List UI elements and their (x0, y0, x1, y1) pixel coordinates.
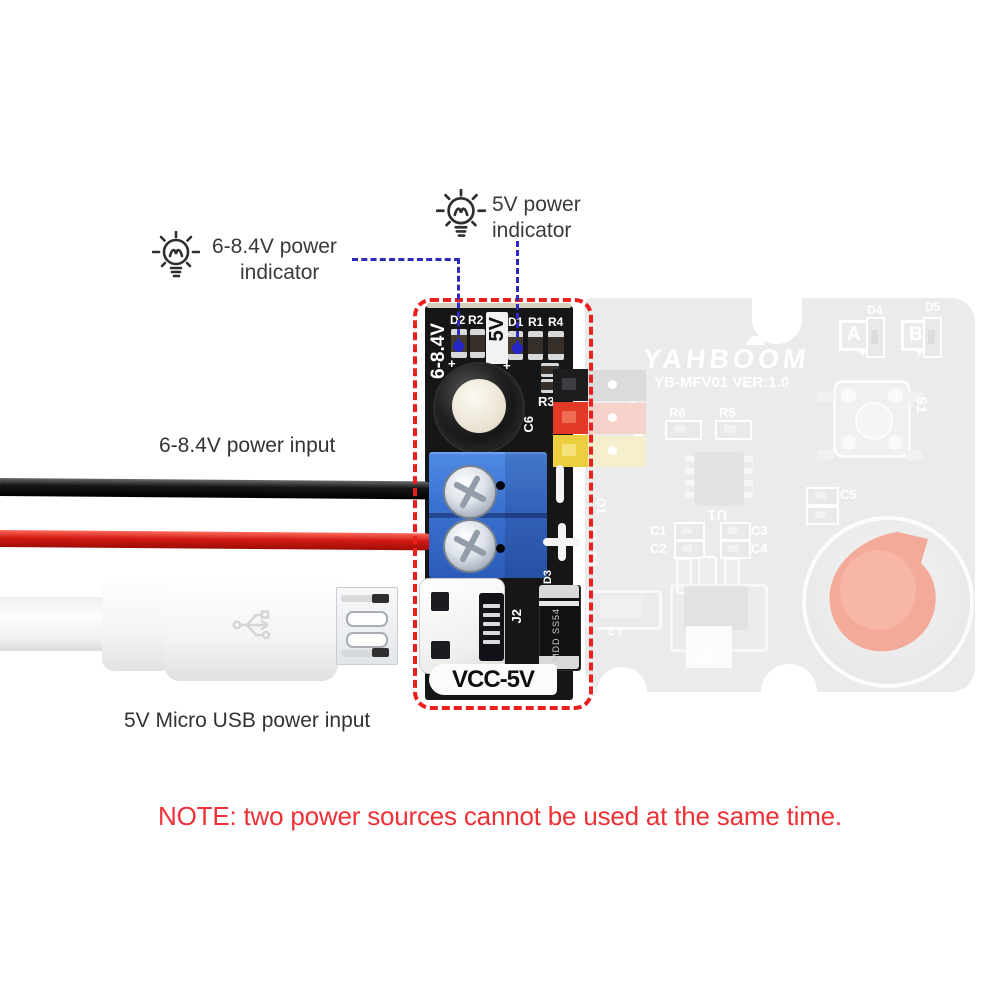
ghost-board-bottom-notch (597, 667, 647, 717)
resistor-r6 (665, 420, 702, 440)
s1-label: S1 (914, 396, 930, 414)
u2-label: U2 (698, 648, 718, 665)
r1-label: R1 (528, 315, 544, 329)
vcc-5v-pill: VCC-5V (429, 664, 557, 695)
module-5v-box: 5V (486, 312, 508, 364)
r5-label: R5 (719, 405, 736, 420)
indicator-5v-line1: 5V power (492, 193, 581, 216)
usb-trident-icon (232, 610, 271, 640)
led-d5 (923, 317, 942, 358)
usb-plug-collar (102, 577, 172, 671)
push-button-s1 (833, 380, 911, 458)
note-text: NOTE: two power sources cannot be used a… (0, 801, 1000, 832)
c3-label: C3 (751, 523, 768, 538)
connector-pin-red (553, 402, 588, 434)
indicator-5v-line2: indicator (492, 219, 572, 242)
connector-faded-black (588, 370, 646, 401)
black-wire (0, 478, 434, 500)
connector-faded-yellow (588, 436, 646, 467)
d5-plus: + (915, 344, 925, 361)
resistor-r2 (470, 329, 485, 358)
connector-pin-yellow (553, 435, 588, 467)
power-input-5v-label: 5V Micro USB power input (124, 709, 371, 732)
terminal-screw-top (443, 465, 497, 519)
robot-dome-icon (747, 336, 765, 345)
c4-label: C4 (751, 541, 768, 556)
ghost-board-top-notch (752, 296, 802, 344)
d2-plus-mark: + (448, 356, 456, 371)
d1-label: D1 (508, 315, 524, 329)
d4-label: D4 (867, 303, 883, 317)
indicator-dot-68v (453, 341, 464, 352)
plus-symbol-bar (543, 538, 581, 546)
bulb-icon-68v (152, 231, 200, 278)
label-a: A (847, 324, 861, 345)
ghost-board-bottom-notch (761, 664, 817, 720)
indicator-dot-5v (512, 343, 523, 354)
terminal-screw-bottom (443, 519, 497, 573)
bulb-icon-5v (436, 189, 486, 237)
red-wire (0, 530, 434, 551)
d5-label: D5 (925, 300, 941, 314)
highlight-dashed-box (413, 298, 593, 710)
connector-pin-black (553, 369, 588, 401)
indicator-line-68v-drop (457, 258, 460, 344)
led-d4 (866, 317, 885, 358)
capacitor-c6-top (452, 379, 506, 433)
button-cap (855, 402, 893, 440)
r3-label: R3 (538, 394, 555, 409)
usb-plug-body (164, 565, 338, 681)
u1-label: U1 (708, 506, 728, 523)
minus-symbol (556, 465, 564, 503)
q1-label: Q1 (594, 498, 608, 515)
indicator-68v-line1: 6-8.4V power (212, 235, 337, 258)
indicator-68v-line2: indicator (240, 261, 320, 284)
d4-plus: + (858, 344, 868, 361)
note-text-content: NOTE: two power sources cannot be used a… (158, 801, 842, 831)
usb-cable-flat (0, 597, 112, 651)
resistor-r5 (715, 420, 752, 440)
power-input-68v-label: 6-8.4V power input (159, 434, 336, 457)
label-b: B (909, 324, 923, 345)
l3-label: L3 (608, 624, 623, 638)
r2-label: R2 (468, 313, 484, 327)
ic-u1 (694, 452, 744, 506)
connector-faded-red (588, 403, 646, 434)
board-model: YB-MFV01 VER:1.0 (654, 374, 790, 391)
d1-plus-mark: + (503, 358, 511, 373)
vcc-5v-label: VCC-5V (451, 665, 535, 693)
resistor-r4 (548, 331, 564, 360)
c1-label: C1 (650, 523, 667, 538)
c2-label: C2 (650, 541, 667, 556)
indicator-line-5v-drop (516, 241, 519, 346)
cap-under-c5 (806, 506, 839, 525)
cap-c5 (806, 487, 839, 506)
r4-label: R4 (548, 315, 564, 329)
cap-c3 (720, 522, 751, 541)
potentiometer-knob (829, 532, 936, 652)
brand-logo: YAHBOOM (641, 344, 812, 374)
indicator-line-68v (352, 258, 460, 261)
inductor-l3 (586, 590, 662, 630)
module-top-bevel (427, 303, 571, 308)
resistor-r1 (528, 331, 543, 360)
cap-c4 (720, 540, 751, 559)
r6-label: R6 (669, 405, 686, 420)
cap-c1 (674, 522, 705, 541)
c5-label: C5 (840, 487, 857, 502)
